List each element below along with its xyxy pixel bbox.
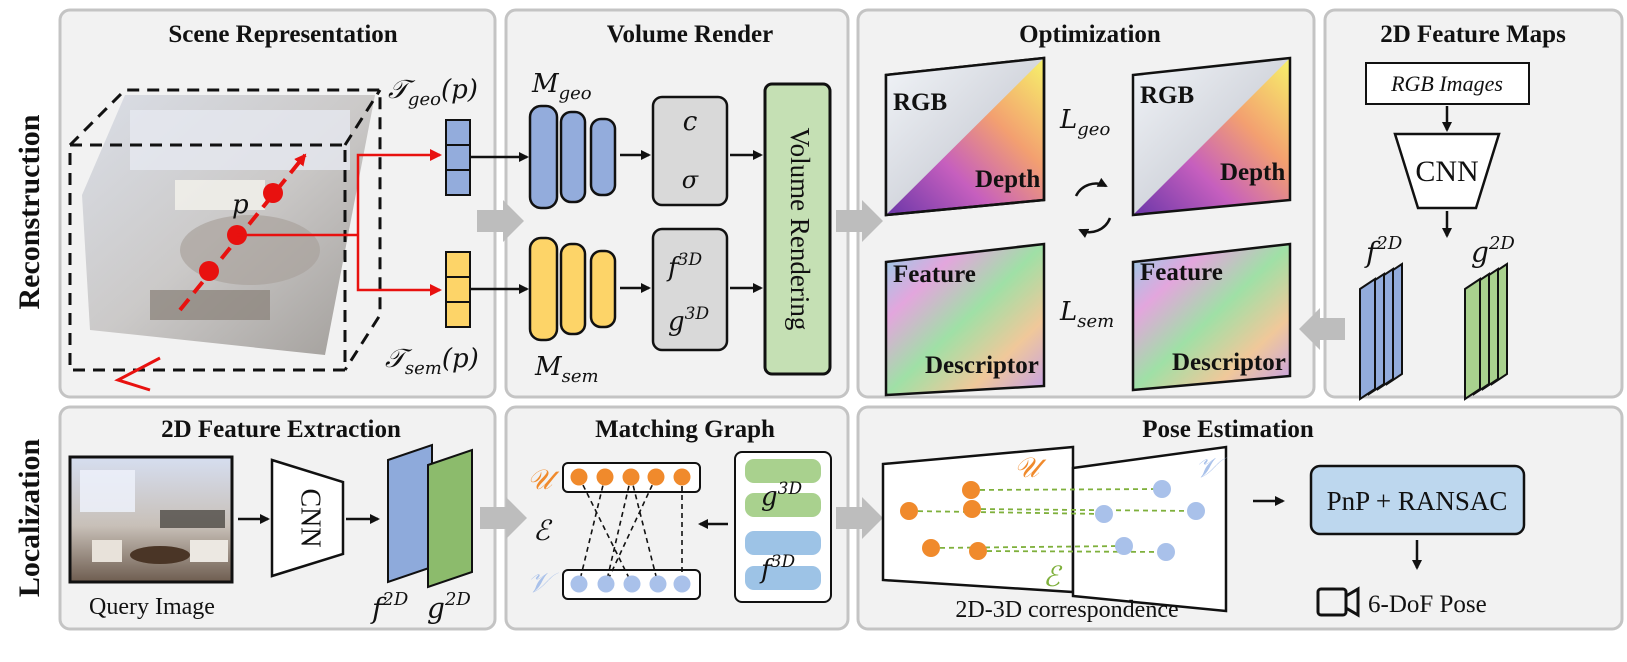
geo-output-box [651, 95, 729, 207]
flow-arrow-maps-to-optimization [1299, 308, 1345, 350]
camera-icon [1316, 586, 1360, 618]
volume-rendering-label: Volume Rendering [785, 128, 815, 331]
target-descriptor-label: Descriptor [1172, 349, 1286, 376]
matching-e-label: ℰ [533, 514, 553, 547]
row-label-reconstruction: Reconstruction [13, 114, 46, 309]
v-nodes [570, 575, 691, 593]
feature-extraction-title: 2D Feature Extraction [161, 416, 401, 443]
rendered-rgb-label: RGB [893, 89, 947, 116]
camera-ray [178, 153, 307, 312]
color-symbol: c [683, 107, 698, 137]
f2d-feature-stack [1359, 262, 1403, 401]
maps-cnn-label: CNN [1415, 155, 1478, 188]
volume-render-title: Volume Render [607, 21, 773, 48]
target-depth-label: Depth [1220, 159, 1285, 186]
rendered-depth-label: Depth [975, 166, 1040, 193]
matching-g3d-label: g3D [761, 479, 802, 512]
g3d-bar-bottom [745, 493, 821, 517]
maps-g2d-label: g2D [1471, 233, 1515, 269]
u-nodes [570, 468, 691, 486]
geo-feature-grid [445, 119, 471, 196]
rgb-images-box [1365, 62, 1530, 105]
query-image-caption: Query Image [89, 594, 215, 620]
m-sem-label: Msem [534, 352, 599, 387]
rgb-images-label: RGB Images [1390, 71, 1503, 96]
volume-rendering-box [763, 82, 832, 376]
rendered-descriptor-label: Descriptor [925, 352, 1039, 379]
correspondence-caption: 2D-3D correspondence [955, 597, 1178, 623]
extraction-g2d-map [427, 448, 473, 589]
matching-edges [578, 476, 683, 585]
correspondence-lines [908, 488, 1197, 553]
scene-image-plane [1071, 445, 1228, 613]
density-symbol: σ [682, 166, 699, 194]
g3d-bar-top [745, 459, 821, 483]
m-geo-network [528, 104, 617, 210]
pnp-ransac-label: PnP + RANSAC [1327, 486, 1508, 516]
rendered-features-stack [734, 451, 832, 603]
query-keypoints [900, 481, 987, 560]
target-rgb-depth-map [1131, 56, 1292, 217]
scene-keypoints [1095, 480, 1205, 561]
sem-output-box [651, 227, 729, 352]
point-label: p [232, 190, 249, 220]
rendered-feature-map [884, 242, 1046, 397]
m-sem-network [528, 236, 617, 342]
ray-branch [237, 149, 442, 296]
pose-estimation-title: Pose Estimation [1142, 416, 1314, 443]
viewer-eye-icon [114, 356, 161, 392]
g3d-symbol: g3D [668, 304, 709, 337]
flow-arrow-matching-to-pose [836, 497, 883, 539]
extraction-cnn-trapezoid [270, 458, 345, 578]
row-label-localization: Localization [13, 439, 46, 598]
target-feature-label: Feature [1140, 259, 1223, 286]
sem-feature-grid [445, 251, 471, 328]
query-image [68, 455, 234, 584]
feature-maps-title: 2D Feature Maps [1380, 21, 1566, 48]
scene-representation-title: Scene Representation [168, 21, 397, 48]
g2d-feature-stack [1464, 262, 1508, 401]
pose-e-label: ℰ [1043, 560, 1063, 593]
m-geo-label: Mgeo [531, 69, 592, 104]
bounding-cube [68, 88, 382, 372]
f3d-bar-top [745, 531, 821, 555]
flow-arrow-volume-to-optimization [836, 200, 883, 242]
rendered-rgb-depth-map [884, 56, 1046, 217]
cycle-arrows-icon [1074, 177, 1112, 238]
l-geo-label: Lgeo [1059, 105, 1110, 140]
flow-arrow-extraction-to-matching [480, 497, 527, 539]
pose-output-label: 6-DoF Pose [1368, 591, 1487, 618]
scene-room-render [82, 95, 375, 355]
l-sem-label: Lsem [1059, 297, 1114, 332]
maps-cnn-trapezoid [1393, 132, 1501, 210]
optimization-title: Optimization [1019, 21, 1161, 48]
pnp-ransac-box [1309, 464, 1526, 536]
rendered-feature-label: Feature [893, 261, 976, 288]
extraction-cnn-label: CNN [295, 488, 326, 547]
matching-graph-title: Matching Graph [595, 416, 775, 443]
target-feature-map [1131, 242, 1292, 392]
target-rgb-label: RGB [1140, 82, 1194, 109]
extraction-f2d-map [387, 443, 433, 584]
extraction-g2d-label: g2D [427, 589, 471, 625]
flow-arrow-scene-to-volume [477, 200, 524, 242]
f3d-bar-bottom [745, 566, 821, 590]
